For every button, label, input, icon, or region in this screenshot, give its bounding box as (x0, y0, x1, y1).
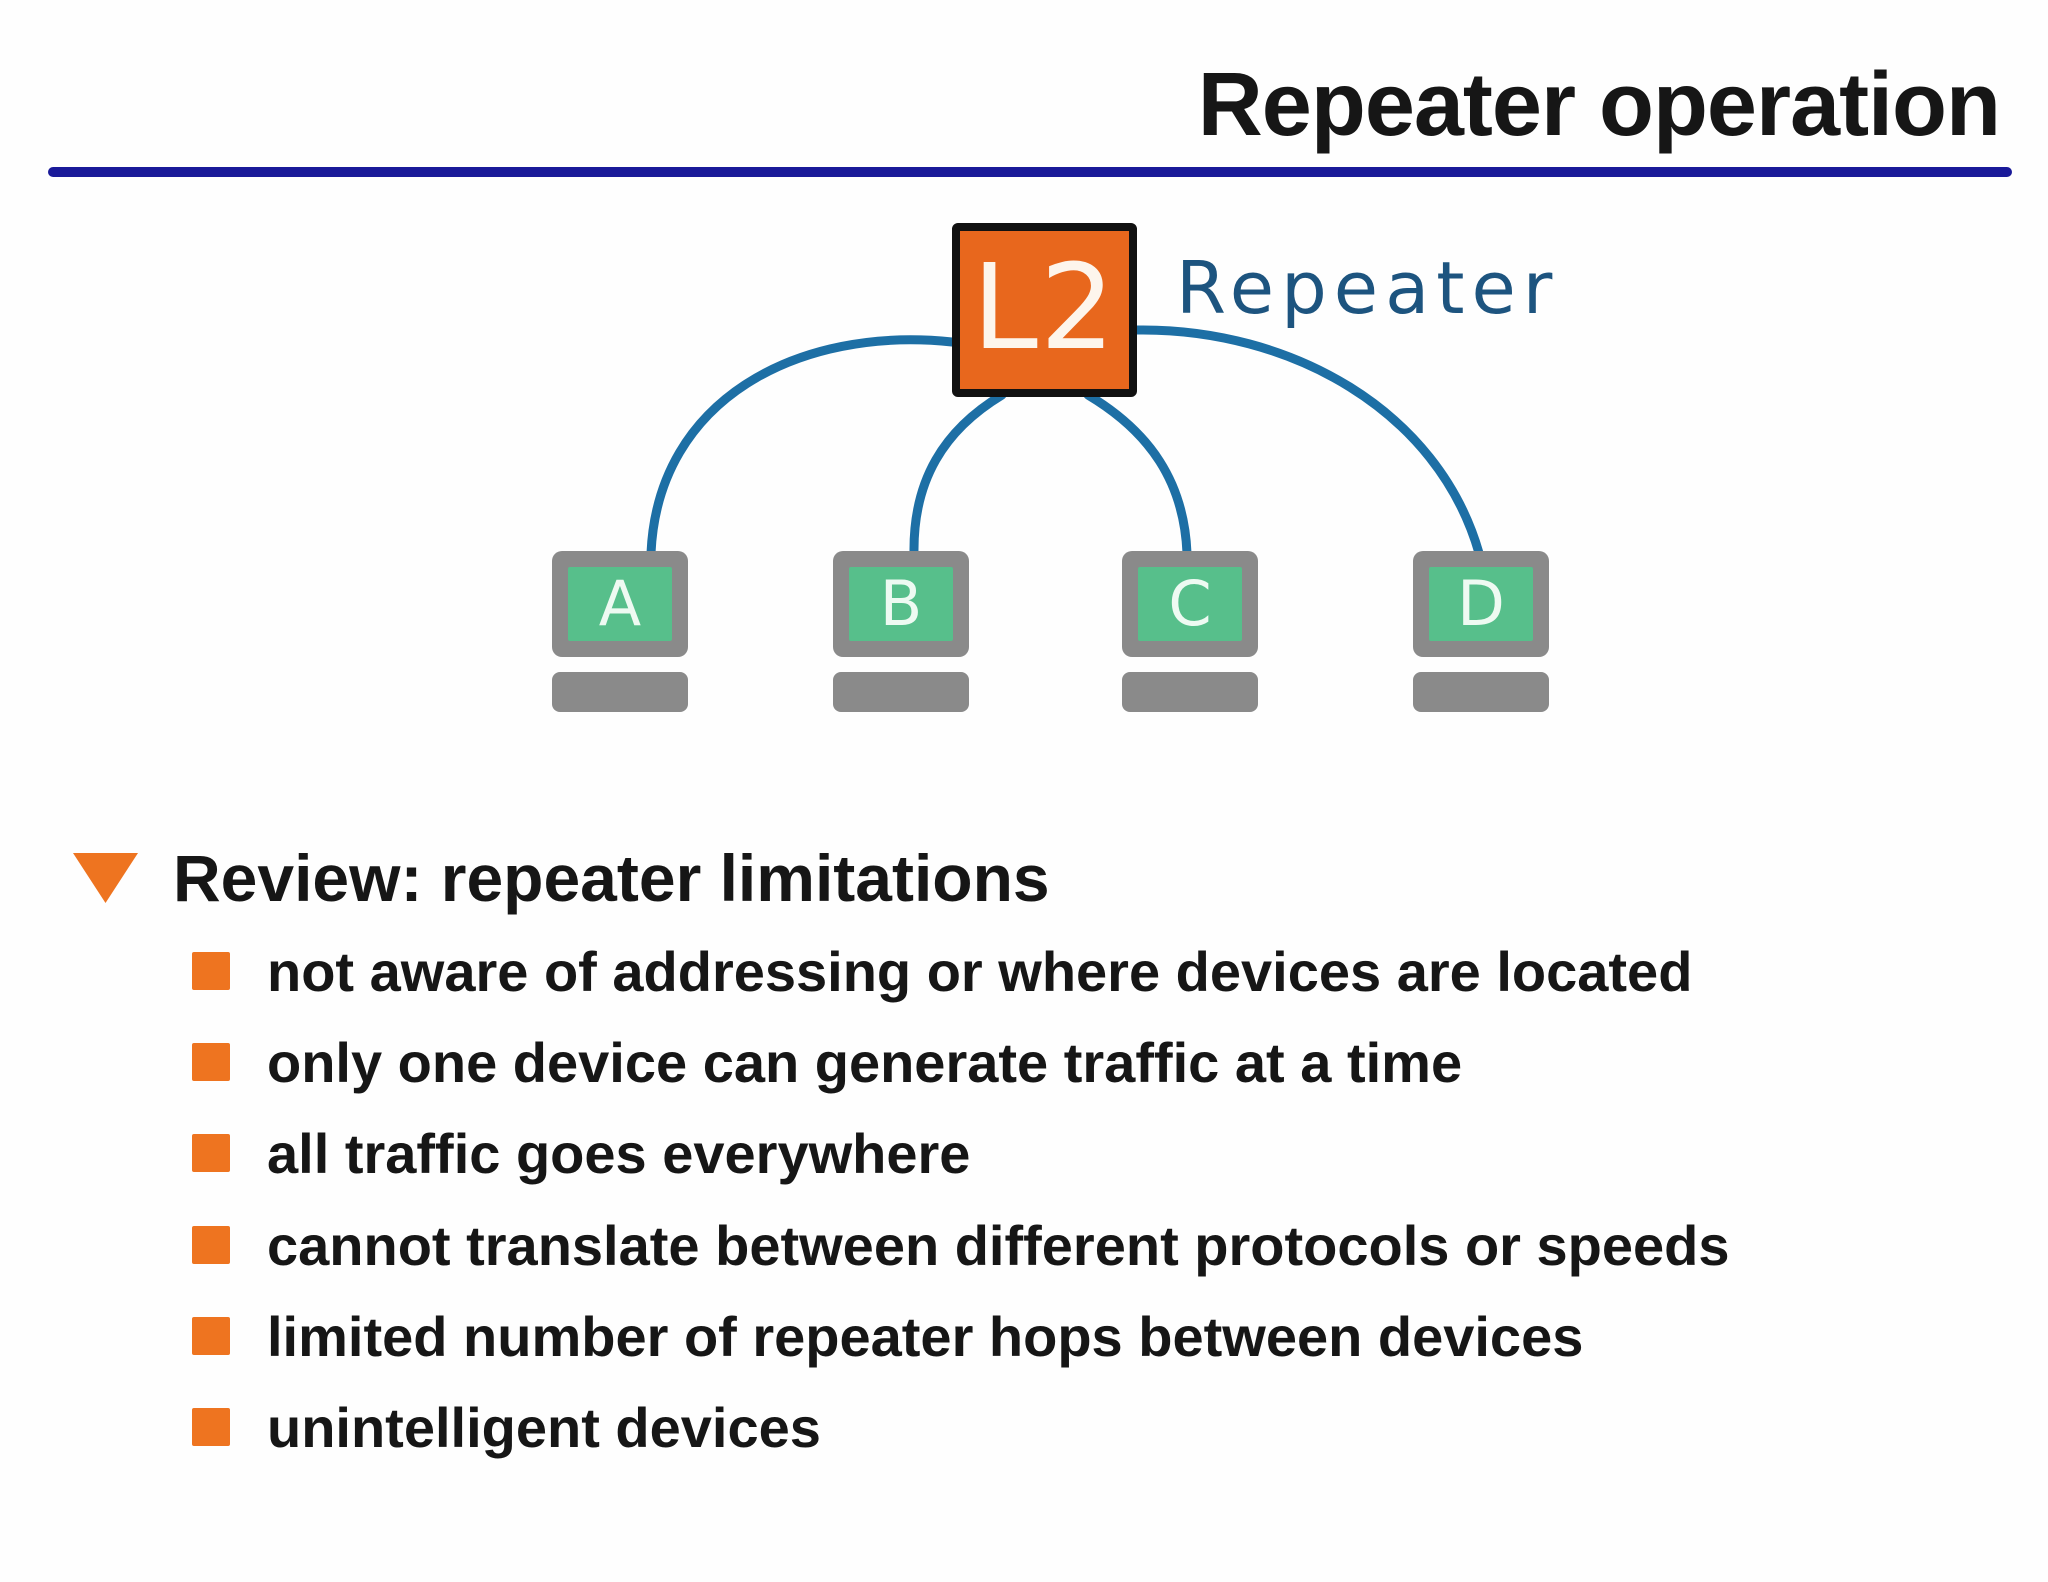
device-base (1122, 672, 1258, 712)
device-letter: C (1168, 567, 1212, 640)
device-letter: B (879, 567, 923, 640)
device-base (833, 672, 969, 712)
monitor-frame: B (833, 551, 969, 657)
repeater-caption: Repeater (1176, 246, 1560, 330)
title-underline (48, 167, 2012, 177)
monitor-screen: B (849, 567, 953, 641)
cable-hub-to-d (1132, 325, 1484, 558)
device-letter: D (1457, 567, 1505, 640)
monitor-screen: D (1429, 567, 1533, 641)
bullet-text: all traffic goes everywhere (267, 1122, 971, 1185)
list-item: not aware of addressing or where devices… (192, 938, 1692, 1005)
device-c: C (1122, 551, 1258, 712)
monitor-screen: C (1138, 567, 1242, 641)
square-bullet-icon (192, 1317, 230, 1355)
device-base (1413, 672, 1549, 712)
bullet-text: cannot translate between different proto… (267, 1214, 1730, 1277)
bullet-text: not aware of addressing or where devices… (267, 940, 1693, 1003)
device-base (552, 672, 688, 712)
review-heading: Review: repeater limitations (173, 841, 1050, 915)
monitor-frame: A (552, 551, 688, 657)
list-item: cannot translate between different proto… (192, 1212, 1730, 1279)
bullet-text: unintelligent devices (267, 1396, 821, 1459)
square-bullet-icon (192, 1043, 230, 1081)
page-title: Repeater operation (1197, 55, 2001, 155)
list-item: unintelligent devices (192, 1394, 821, 1461)
bullet-text: limited number of repeater hops between … (267, 1305, 1584, 1368)
device-a: A (552, 551, 688, 712)
square-bullet-icon (192, 1226, 230, 1264)
monitor-frame: C (1122, 551, 1258, 657)
square-bullet-icon (192, 1408, 230, 1446)
hub-layer-label: L2 (972, 238, 1117, 376)
review-heading-row: Review: repeater limitations (73, 845, 1050, 911)
repeater-hub-box: L2 (952, 223, 1137, 397)
cable-hub-to-b (909, 390, 1007, 558)
device-b: B (833, 551, 969, 712)
device-letter: A (598, 567, 642, 640)
list-item: all traffic goes everywhere (192, 1120, 970, 1187)
cable-hub-to-a (646, 335, 957, 558)
square-bullet-icon (192, 952, 230, 990)
triangle-down-icon (73, 853, 138, 903)
bullet-text: only one device can generate traffic at … (267, 1031, 1463, 1094)
square-bullet-icon (192, 1134, 230, 1172)
list-item: limited number of repeater hops between … (192, 1303, 1583, 1370)
device-d: D (1413, 551, 1549, 712)
cable-hub-to-c (1083, 390, 1192, 558)
monitor-frame: D (1413, 551, 1549, 657)
monitor-screen: A (568, 567, 672, 641)
list-item: only one device can generate traffic at … (192, 1029, 1462, 1096)
